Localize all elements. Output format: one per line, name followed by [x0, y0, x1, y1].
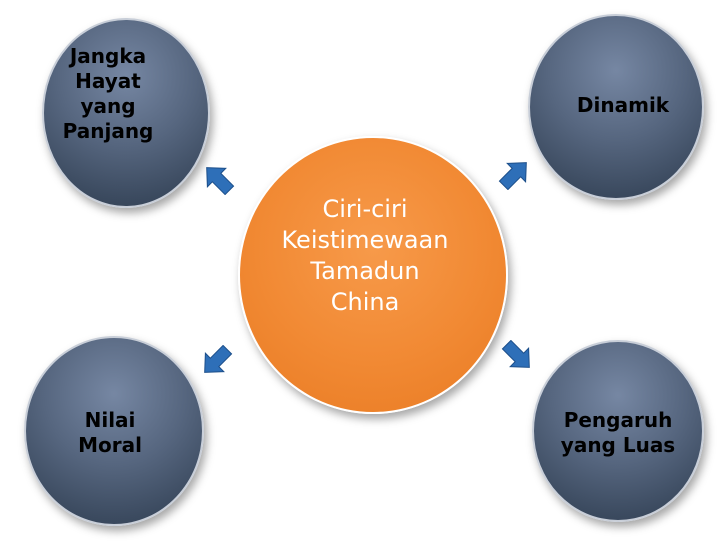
arrow-top-left — [206, 167, 235, 195]
node-top-left-label: Jangka Hayat yang Panjang — [52, 44, 164, 144]
node-bottom-right-line: Pengaruh — [563, 408, 673, 432]
arrow-bottom-right — [501, 340, 530, 368]
node-bottom-left-line: Moral — [78, 433, 142, 457]
arrow-top-left-shape — [206, 167, 235, 195]
node-top-right-circle — [528, 14, 704, 200]
arrow-top-right — [498, 162, 527, 190]
node-top-right-label: Dinamik — [560, 93, 686, 118]
node-bottom-right-label: Pengaruh yang Luas — [548, 408, 688, 458]
arrow-bottom-left — [204, 345, 233, 373]
node-bottom-right-line: yang Luas — [560, 433, 676, 457]
center-node-label: Ciri-ciri Keistimewaan Tamadun China — [255, 194, 475, 318]
node-top-left-line: Panjang — [62, 119, 154, 143]
center-node-line: China — [330, 288, 400, 316]
arrow-bottom-left-shape — [204, 345, 233, 373]
arrow-bottom-right-shape — [501, 340, 530, 368]
center-node-line: Tamadun — [310, 257, 420, 285]
node-bottom-left-line: Nilai — [84, 408, 136, 432]
center-node-circle — [238, 136, 508, 414]
node-top-left-line: Hayat — [75, 69, 141, 93]
center-node-line: Ciri-ciri — [322, 195, 408, 223]
node-top-left-line: Jangka — [69, 44, 147, 68]
node-bottom-right-circle — [532, 340, 704, 522]
center-node-line: Keistimewaan — [281, 226, 449, 254]
node-bottom-left-circle — [24, 336, 204, 526]
node-top-left-circle — [42, 18, 210, 208]
node-top-right-line: Dinamik — [576, 93, 670, 117]
node-top-left-line: yang — [80, 94, 136, 118]
arrow-top-right-shape — [498, 162, 527, 190]
node-bottom-left-label: Nilai Moral — [56, 408, 164, 458]
